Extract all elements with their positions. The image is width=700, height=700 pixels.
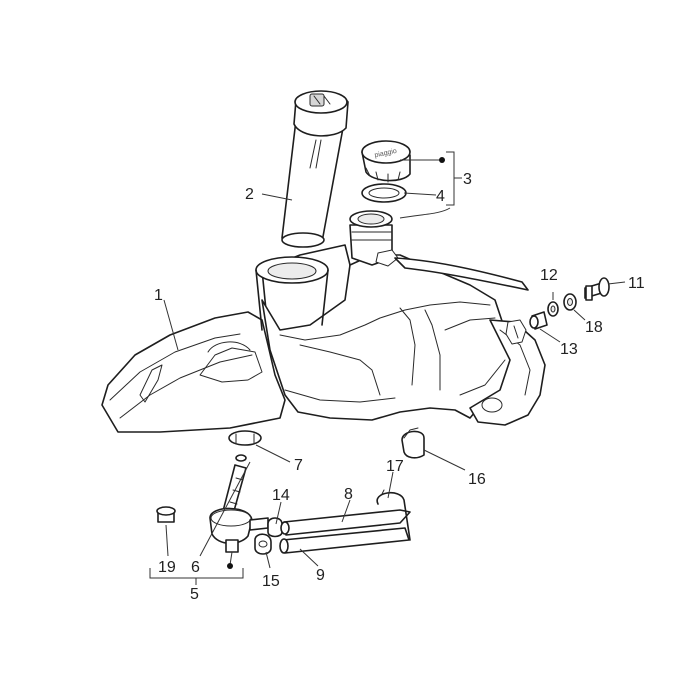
hose-clip-17 [376,489,411,541]
callout-8: 8 [344,486,353,503]
bolt-11 [584,277,610,301]
callout-19: 19 [158,559,176,576]
fuel-hose-8 [280,509,411,536]
callout-labels: 1 2 3 4 5 6 7 8 9 11 12 13 14 15 16 17 1… [154,171,645,603]
callout-7: 7 [294,457,303,474]
callout-4: 4 [436,188,445,205]
hose-clamp [228,430,262,446]
callout-11: 11 [628,275,645,292]
callout-16: 16 [468,471,486,488]
cap-brand-text: piaggio [374,148,398,160]
callout-2: 2 [245,186,254,203]
fuel-hose-9 [279,527,410,554]
drain-screw [156,506,176,523]
small-clamp-15 [254,533,272,555]
callout-15: 15 [262,573,280,590]
fuel-tank [101,210,546,433]
hose-bracket-16 [401,427,425,459]
callout-6: 6 [191,559,200,576]
callout-12: 12 [540,267,558,284]
callout-3: 3 [463,171,472,188]
callout-9: 9 [316,567,325,584]
callout-18: 18 [585,319,603,336]
bushing-13 [529,311,548,330]
fuel-cap: piaggio [361,140,411,183]
washer-18 [563,293,577,311]
small-clamp-14 [267,517,283,538]
callout-14: 14 [272,487,290,504]
callout-5: 5 [190,586,199,603]
callout-17: 17 [386,458,404,475]
fuel-level-sender [281,90,349,248]
callout-13: 13 [560,341,578,358]
cap-gasket [361,183,407,203]
washer-12 [547,301,559,317]
leader-lines [149,151,626,585]
callout-1: 1 [154,287,163,304]
